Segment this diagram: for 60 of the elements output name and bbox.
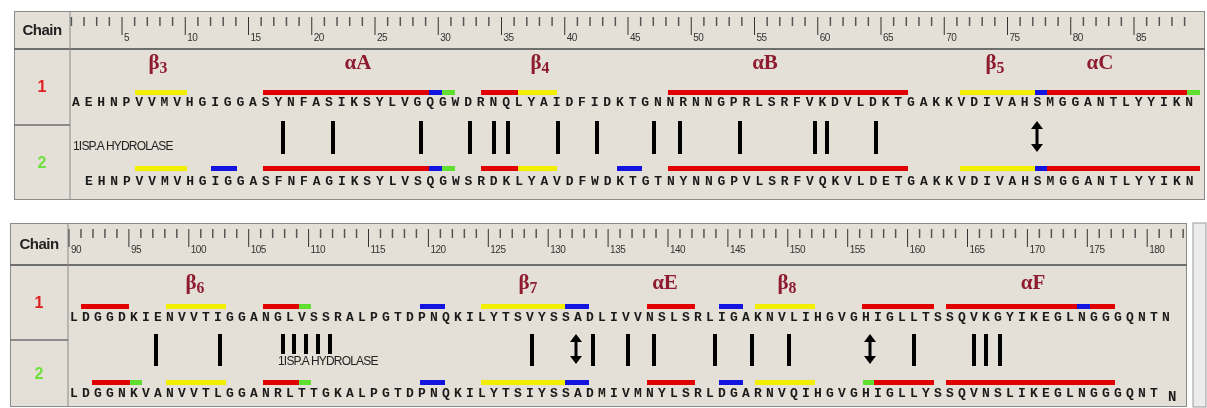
structure-name: 1ISP.A HYDROLASE	[277, 354, 379, 368]
tick-label: 160	[909, 244, 925, 256]
tick-label: 110	[310, 244, 326, 256]
structure-label: β$_{8}$	[777, 270, 797, 294]
structure-label: αB	[752, 50, 778, 74]
tick-label: 60	[819, 32, 830, 44]
tick-label: 15	[250, 32, 261, 44]
tick-label: 180	[1149, 244, 1165, 256]
tick-label: 130	[550, 244, 566, 256]
sequence-end-letter: N	[1168, 390, 1177, 404]
structure-label: αA	[344, 50, 372, 74]
tick-label: 40	[566, 32, 577, 44]
tick-label: 175	[1089, 244, 1105, 256]
tick-label: 170	[1029, 244, 1045, 256]
tick-label: 105	[250, 244, 266, 256]
tick-label: 30	[440, 32, 451, 44]
tick-label: 35	[503, 32, 514, 44]
structure-label: β$_{6}$	[185, 270, 205, 294]
header-cell: Chain	[15, 12, 69, 48]
tick-label: 95	[130, 244, 141, 256]
tick-label: 90	[71, 244, 82, 256]
tick-label: 80	[1072, 32, 1083, 44]
structure-label: β$_{4}$	[530, 50, 550, 74]
tick-label: 145	[729, 244, 746, 256]
tick-label: 115	[370, 244, 385, 256]
tick-label: 100	[190, 244, 206, 256]
row-number-cell: 1	[15, 50, 69, 124]
tick-label: 10	[187, 32, 198, 44]
structure-label: β$_{7}$	[518, 270, 538, 294]
structure-label: β$_{3}$	[148, 50, 168, 74]
header-cell: Chain	[11, 224, 67, 264]
row-number-cell: 1	[11, 266, 67, 339]
sequence-text: LDGGDKIENVVTIGGANGLVSSRALPGTDPNQKILYTSVYSSADLIVVNSLSRLIGAKNVLIHGVGHIGLLTSSQVKGYIKEGLNGGGQNTN	[70, 311, 1175, 325]
tick-label: 120	[430, 244, 446, 256]
tick-label: 50	[693, 32, 704, 44]
tick-label: 65	[883, 32, 894, 44]
structure-name: 1ISP.A HYDROLASE	[72, 139, 174, 153]
tick-label: 125	[490, 244, 506, 256]
structure-label: αE	[652, 270, 678, 294]
structure-label: αC	[1086, 50, 1114, 74]
tick-label: 25	[377, 32, 388, 44]
tick-label: 55	[756, 32, 767, 44]
tick-label: 165	[969, 244, 985, 256]
tick-label: 70	[946, 32, 957, 44]
tick-label: 45	[630, 32, 641, 44]
tick-label: 150	[789, 244, 805, 256]
tick-label: 75	[1009, 32, 1020, 44]
tick-label: 20	[313, 32, 324, 44]
row-number-cell: 2	[15, 126, 69, 199]
structure-label: β$_{5}$	[985, 50, 1005, 74]
tick-label: 135	[610, 244, 626, 256]
row-number-cell: 2	[11, 341, 67, 406]
sequence-text: EHNPVVMVHGIGGASFNFAGIKSYLVSQGWSRDKLYAVDFWDKTGTNYNNGPVLSRFVQKVLDETGAKKVDIVAHSMGGANTLYYIKN	[85, 175, 1199, 189]
tick-label: 85	[1136, 32, 1147, 44]
tick-label: 5	[124, 32, 130, 44]
structure-label: αF	[1020, 270, 1046, 294]
tick-label: 155	[849, 244, 865, 256]
tick-label: 140	[670, 244, 686, 256]
sequence-text: AEHNPVVMVHGIGGASYNFASIKSYLVGQGWDRNQLYAIDFIDKTGNNRNNGPRLSRFVKDVLDKTGAKKVDIVAHSMGGANTLYYIKN	[72, 96, 1198, 110]
sequence-text: LDGGNKVANVVTLGGANRLTTGKALPGTDPNQKILYTSIYSSADMIVMNYLSRLDGARNVQIHGVGHIGLLYSSQVNSLIKEGLNGGGQNT	[70, 387, 1163, 401]
